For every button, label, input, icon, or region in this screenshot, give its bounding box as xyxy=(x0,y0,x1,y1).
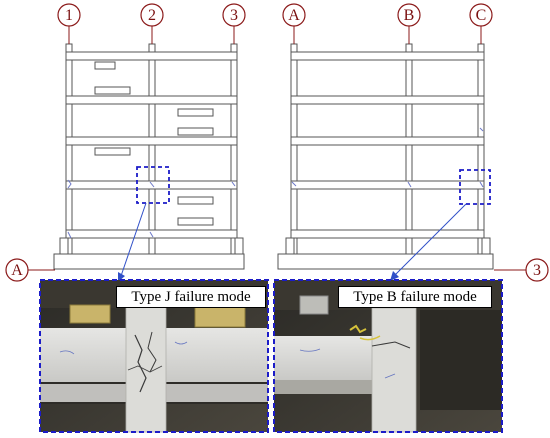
leader-arrow-left xyxy=(120,202,147,277)
arrowhead-left xyxy=(118,272,125,282)
grid-label-3: 3 xyxy=(230,7,238,24)
grid-circle-a xyxy=(282,3,306,27)
grid-label-b: B xyxy=(404,7,415,24)
section-label-3: 3 xyxy=(533,262,541,279)
grid-circle-c xyxy=(469,3,493,27)
crack-marks-right xyxy=(291,127,484,188)
grid-circle-1 xyxy=(57,3,81,27)
grid-circle-2 xyxy=(140,3,164,27)
caption-type-j: Type J failure mode xyxy=(116,286,266,308)
caption-type-b: Type B failure mode xyxy=(338,286,492,308)
grid-label-2: 2 xyxy=(148,7,156,24)
grid-label-1: 1 xyxy=(65,7,73,24)
grid-label-a: A xyxy=(288,7,300,24)
grid-circle-3 xyxy=(222,3,246,27)
right-frame-elevation xyxy=(277,43,494,270)
highlight-joint-right xyxy=(459,169,491,205)
grid-labels-right: A B C xyxy=(282,3,493,44)
section-circle-a xyxy=(5,258,29,282)
section-circle-3 xyxy=(525,258,549,282)
grid-label-c: C xyxy=(476,7,487,24)
arrowhead-right xyxy=(390,271,399,281)
section-label-a: A xyxy=(11,262,23,279)
grid-circle-b xyxy=(397,3,421,27)
section-labels: A 3 xyxy=(5,258,549,282)
crack-marks-left xyxy=(67,179,236,239)
grid-labels-left: 1 2 3 xyxy=(57,3,246,44)
leader-arrow-right xyxy=(393,203,467,277)
highlight-joint-left xyxy=(136,166,170,204)
left-frame-elevation xyxy=(53,43,245,270)
